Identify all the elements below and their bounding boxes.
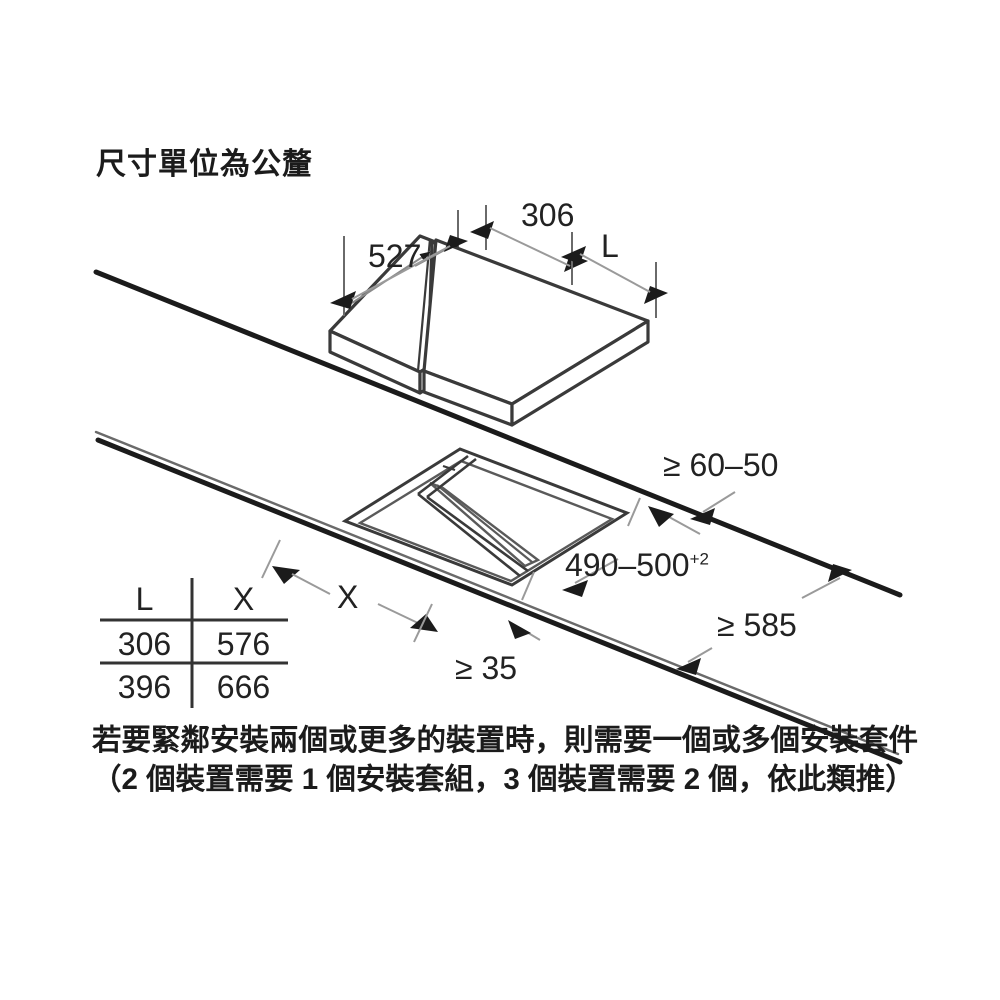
upper-worktop-edge: [93, 269, 903, 598]
cooktop-slab-right: [422, 238, 650, 427]
dimension-label-527: 527: [368, 238, 422, 274]
dimension-label-490-500: 490–500+2: [565, 549, 709, 581]
cutout-width-tolerance: +2: [689, 549, 709, 569]
table-header-L: L: [135, 581, 154, 617]
table-cell-L-396: 396: [117, 669, 172, 705]
reference-table: L X 306 576 396 666: [100, 578, 288, 708]
lower-worktop-surface: [94, 430, 903, 765]
surface-reference-ticks: [521, 497, 641, 601]
dimension-label-L: L: [601, 228, 619, 264]
dimension-X-leaders: [261, 539, 438, 643]
cooktop-seam: [416, 238, 432, 372]
dimension-L: [561, 232, 668, 318]
cutout-divider-rails: [417, 454, 529, 578]
dimension-585-leaders: [676, 564, 852, 675]
installation-note: 若要緊鄰安裝兩個或更多的裝置時，則需要一個或多個安裝套件（2 個裝置需要 1 個…: [92, 724, 919, 796]
table-header-row: L X: [100, 578, 288, 621]
dimension-label-X: X: [337, 579, 359, 615]
dimension-gap-6050-leader: [690, 491, 736, 525]
table-row: 396 666: [100, 666, 288, 709]
dimension-35-leader: [508, 620, 541, 641]
cutout-width-value: 490–500: [565, 547, 690, 583]
dimension-490-500-leaders: [562, 506, 701, 597]
dimension-527-arrows: [330, 235, 468, 309]
dimension-label-306: 306: [521, 197, 575, 233]
table-cell-L-306: 306: [117, 626, 172, 662]
reference-table-rules: [100, 578, 288, 708]
dimension-label-gap-60-50: ≥ 60–50: [663, 447, 779, 483]
page-title: 尺寸單位為公釐: [96, 148, 313, 181]
dimension-label-585: ≥ 585: [717, 607, 797, 643]
table-cell-X-576: 576: [216, 626, 271, 662]
dimension-label-35: ≥ 35: [455, 650, 518, 686]
table-cell-X-666: 666: [216, 669, 271, 705]
table-header-X: X: [232, 581, 255, 617]
table-row: 306 576: [100, 623, 288, 666]
